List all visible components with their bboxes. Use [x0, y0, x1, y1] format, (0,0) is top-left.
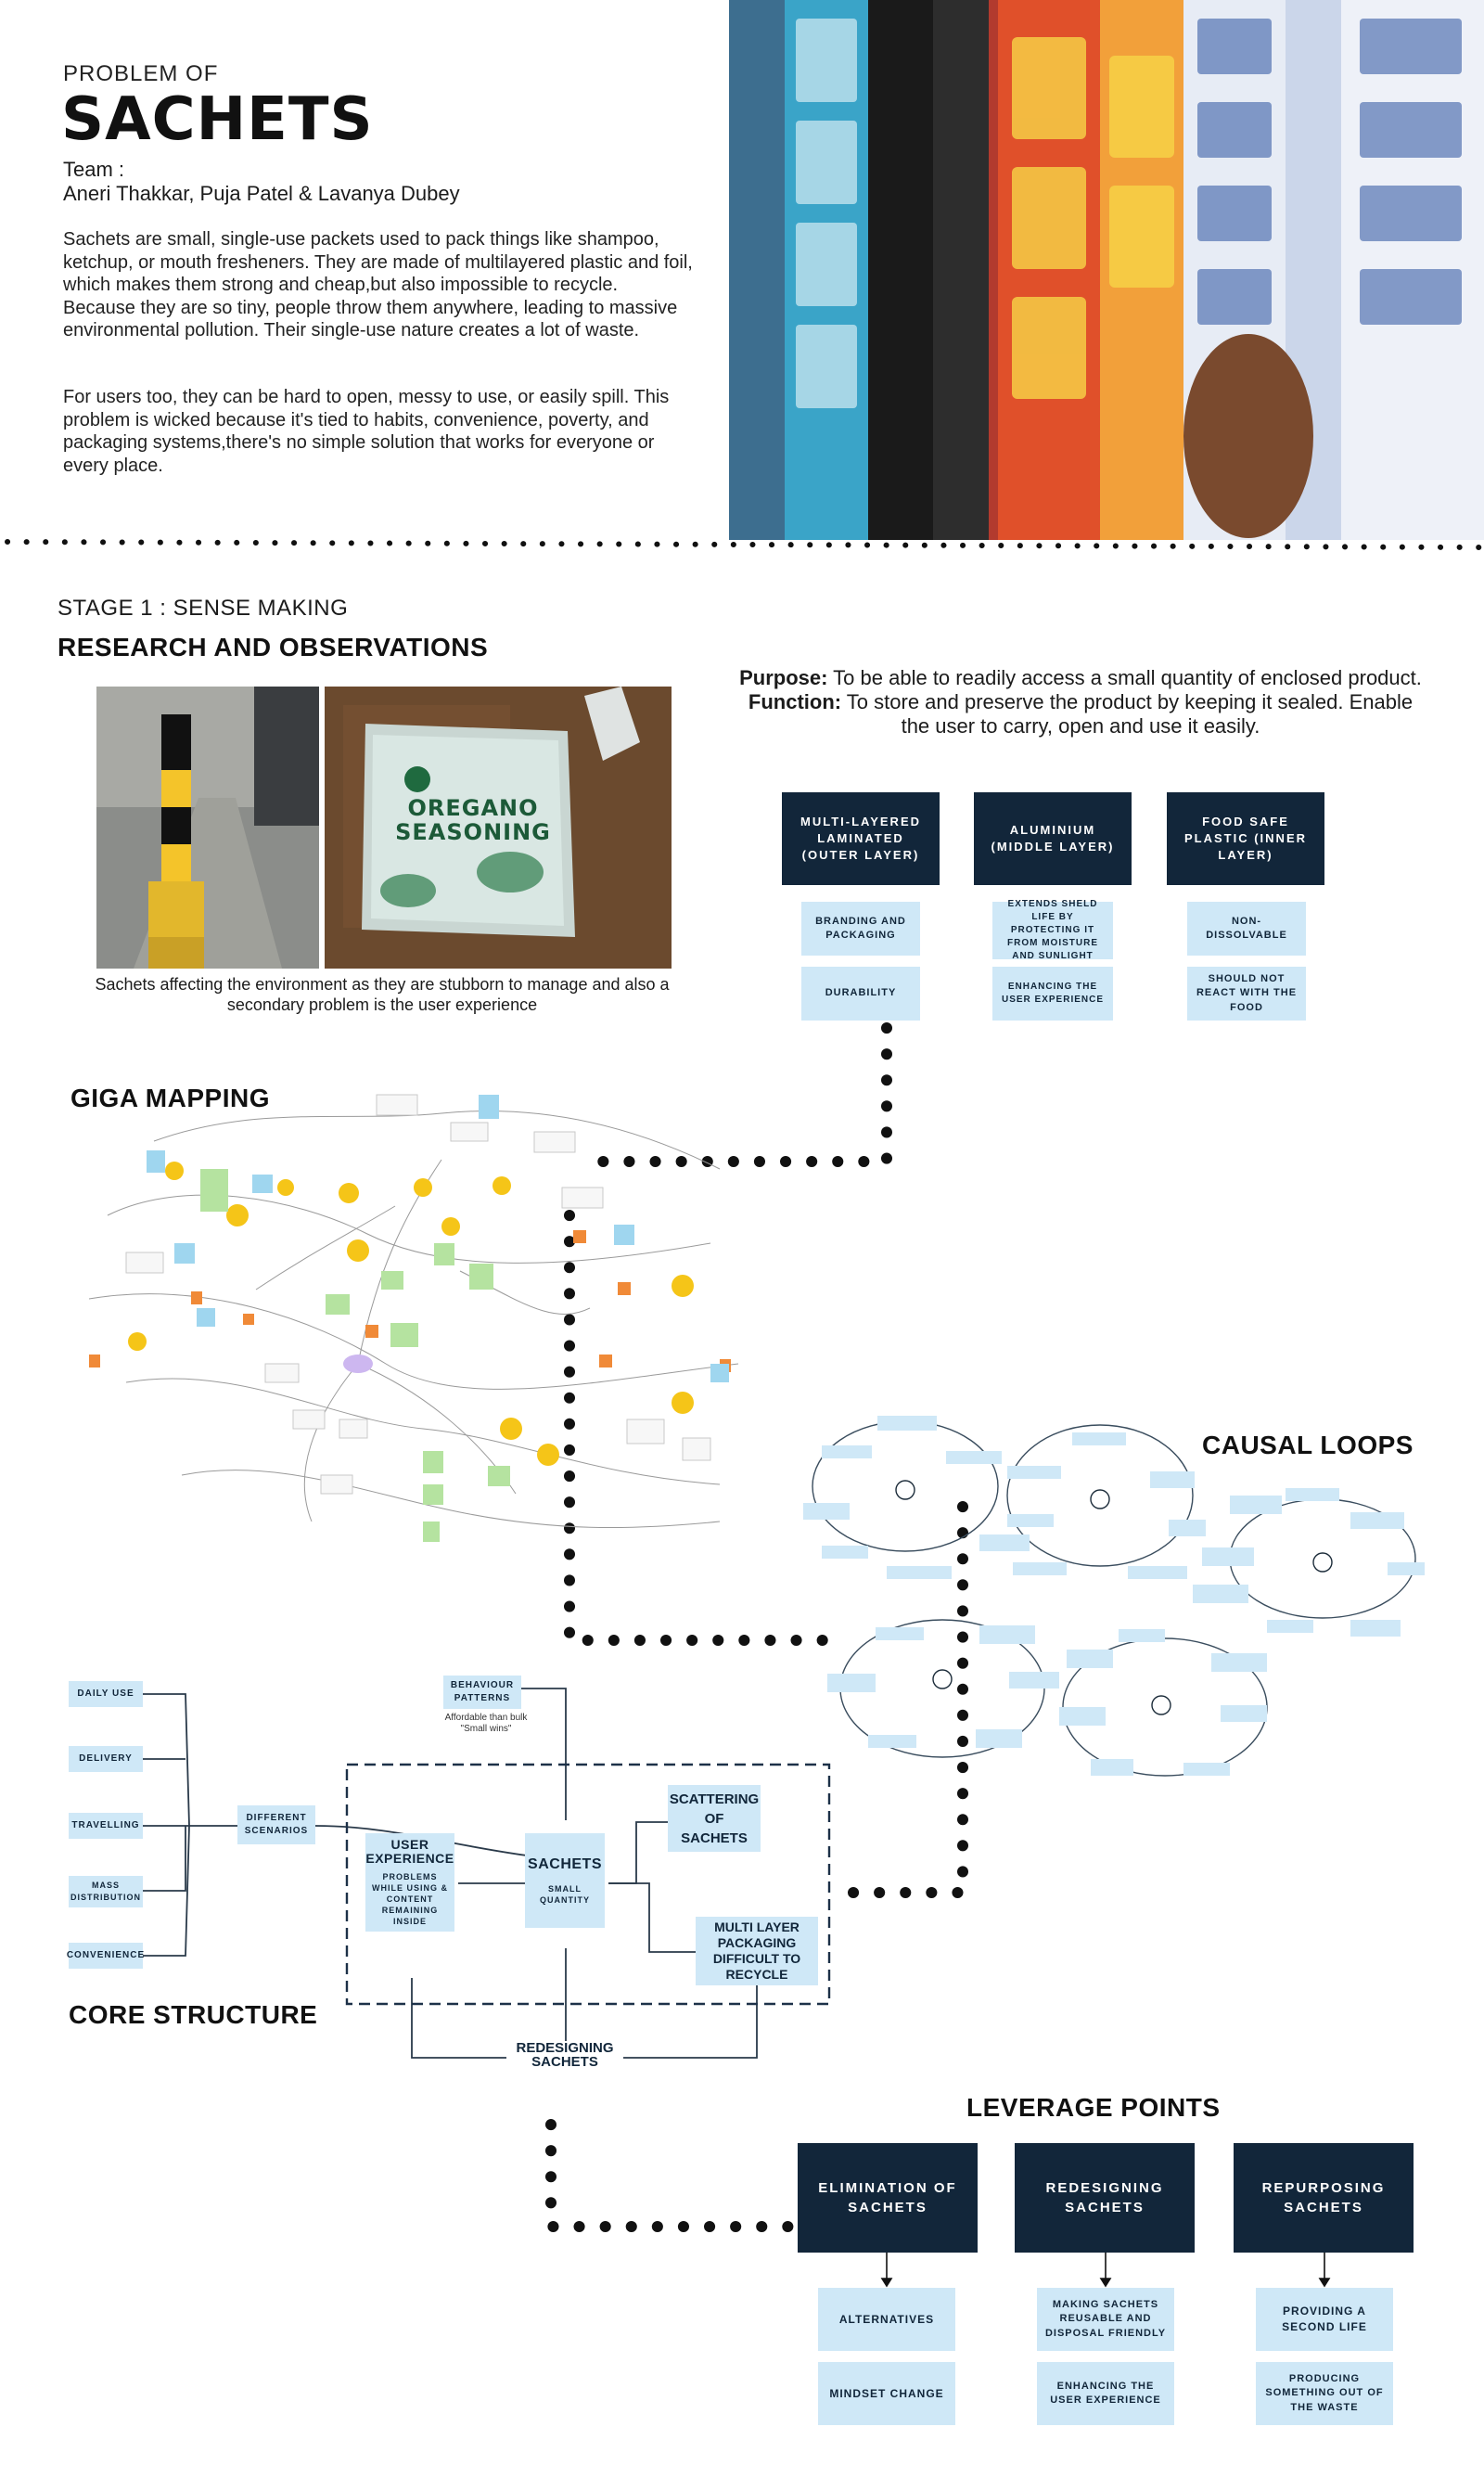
- photo-caption: Sachets affecting the environment as the…: [95, 975, 670, 1014]
- scenario-mass-distribution: MASS DISTRIBUTION: [69, 1876, 143, 1907]
- function-line: Function: To store and preserve the prod…: [733, 690, 1428, 738]
- function-label: Function:: [748, 690, 842, 713]
- team-names: Aneri Thakkar, Puja Patel & Lavanya Dube…: [63, 182, 460, 205]
- different-scenarios-box: DIFFERENT SCENARIOS: [237, 1805, 315, 1844]
- multilayer-box: MULTI LAYER PACKAGING DIFFICULT TO RECYC…: [696, 1917, 818, 1985]
- layer-outer-item-1: BRANDING AND PACKAGING: [801, 902, 920, 956]
- leverage-enhancing-ux: ENHANCING THE USER EXPERIENCE: [1037, 2362, 1174, 2425]
- user-experience-box: USER EXPERIENCE PROBLEMS WHILE USING & C…: [365, 1833, 454, 1932]
- layer-title-inner: FOOD SAFE PLASTIC (INNER LAYER): [1167, 792, 1324, 885]
- kicker: PROBLEM OF: [63, 61, 219, 86]
- intro-paragraph-1: Sachets are small, single-use packets us…: [63, 229, 693, 340]
- purpose-function-text: Purpose: To be able to readily access a …: [733, 666, 1428, 738]
- bollard-photo: [96, 687, 319, 969]
- scenario-convenience: CONVENIENCE: [67, 1943, 144, 1969]
- leverage-waste-product: PRODUCING SOMETHING OUT OF THE WASTE: [1256, 2362, 1393, 2425]
- leverage-redesigning: REDESIGNING SACHETS: [1015, 2143, 1195, 2253]
- leverage-repurposing: REPURPOSING SACHETS: [1234, 2143, 1414, 2253]
- team-label: Team :: [63, 158, 125, 181]
- intro-paragraph-2: For users too, they can be hard to open,…: [63, 387, 670, 476]
- purpose-line: Purpose: To be able to readily access a …: [733, 666, 1428, 690]
- packet-label: OREGANO SEASONING: [395, 795, 551, 845]
- leverage-second-life: PROVIDING A SECOND LIFE: [1256, 2288, 1393, 2351]
- oregano-packet-photo: OREGANO SEASONING: [325, 687, 672, 969]
- layer-middle-item-2: ENHANCING THE USER EXPERIENCE: [992, 967, 1113, 1021]
- core-structure-title: CORE STRUCTURE: [69, 2000, 318, 2029]
- function-text: To store and preserve the product by kee…: [841, 690, 1414, 738]
- behaviour-note: Affordable than bulk "Small wins": [444, 1713, 528, 1734]
- sachets-core-box: SACHETS SMALL QUANTITY: [525, 1833, 605, 1928]
- sachets-core-sub: SMALL QUANTITY: [540, 1883, 590, 1906]
- purpose-label: Purpose:: [739, 666, 828, 689]
- user-experience-title: USER EXPERIENCE: [365, 1837, 454, 1866]
- page-title: SACHETS: [61, 85, 374, 154]
- layer-inner-item-1: NON-DISSOLVABLE: [1187, 902, 1306, 956]
- leverage-alternatives: ALTERNATIVES: [818, 2288, 955, 2351]
- layer-inner-item-2: SHOULD NOT REACT WITH THE FOOD: [1187, 967, 1306, 1021]
- user-experience-sub: PROBLEMS WHILE USING & CONTENT REMAINING…: [372, 1872, 448, 1926]
- leverage-mindset-change: MINDSET CHANGE: [818, 2362, 955, 2425]
- section-divider-dots: [5, 539, 1484, 550]
- layer-middle-item-1: EXTENDS SHELD LIFE BY PROTECTING IT FROM…: [992, 899, 1113, 961]
- scattering-box: SCATTERING OF SACHETS: [668, 1785, 761, 1852]
- sachets-photo: [729, 0, 1484, 540]
- scenario-travelling: TRAVELLING: [69, 1813, 143, 1839]
- behaviour-patterns-box: BEHAVIOUR PATTERNS: [443, 1676, 521, 1709]
- giga-mapping-title: GIGA MAPPING: [70, 1084, 270, 1112]
- layer-title-middle: ALUMINIUM (MIDDLE LAYER): [974, 792, 1132, 885]
- scenario-delivery: DELIVERY: [69, 1746, 143, 1772]
- leverage-points-title: LEVERAGE POINTS: [966, 2093, 1221, 2122]
- redesigning-core-label: REDESIGNING SACHETS: [506, 2041, 623, 2069]
- layer-outer-item-2: DURABILITY: [801, 967, 920, 1021]
- sachets-core-title: SACHETS: [528, 1856, 602, 1873]
- leverage-elimination: ELIMINATION OF SACHETS: [798, 2143, 978, 2253]
- giga-map-diagram: [70, 1085, 757, 1546]
- causal-loops-title: CAUSAL LOOPS: [1202, 1431, 1414, 1459]
- stage-label: STAGE 1 : SENSE MAKING: [58, 596, 349, 621]
- causal-loops-diagram: [794, 1410, 1425, 1800]
- leverage-reusable: MAKING SACHETS REUSABLE AND DISPOSAL FRI…: [1037, 2288, 1174, 2351]
- purpose-text: To be able to readily access a small qua…: [827, 666, 1422, 689]
- layer-title-outer: MULTI-LAYERED LAMINATED (OUTER LAYER): [782, 792, 940, 885]
- sachet-strips-illustration: [729, 0, 1484, 540]
- research-title: RESEARCH AND OBSERVATIONS: [58, 633, 489, 661]
- scenario-daily-use: DAILY USE: [69, 1681, 143, 1707]
